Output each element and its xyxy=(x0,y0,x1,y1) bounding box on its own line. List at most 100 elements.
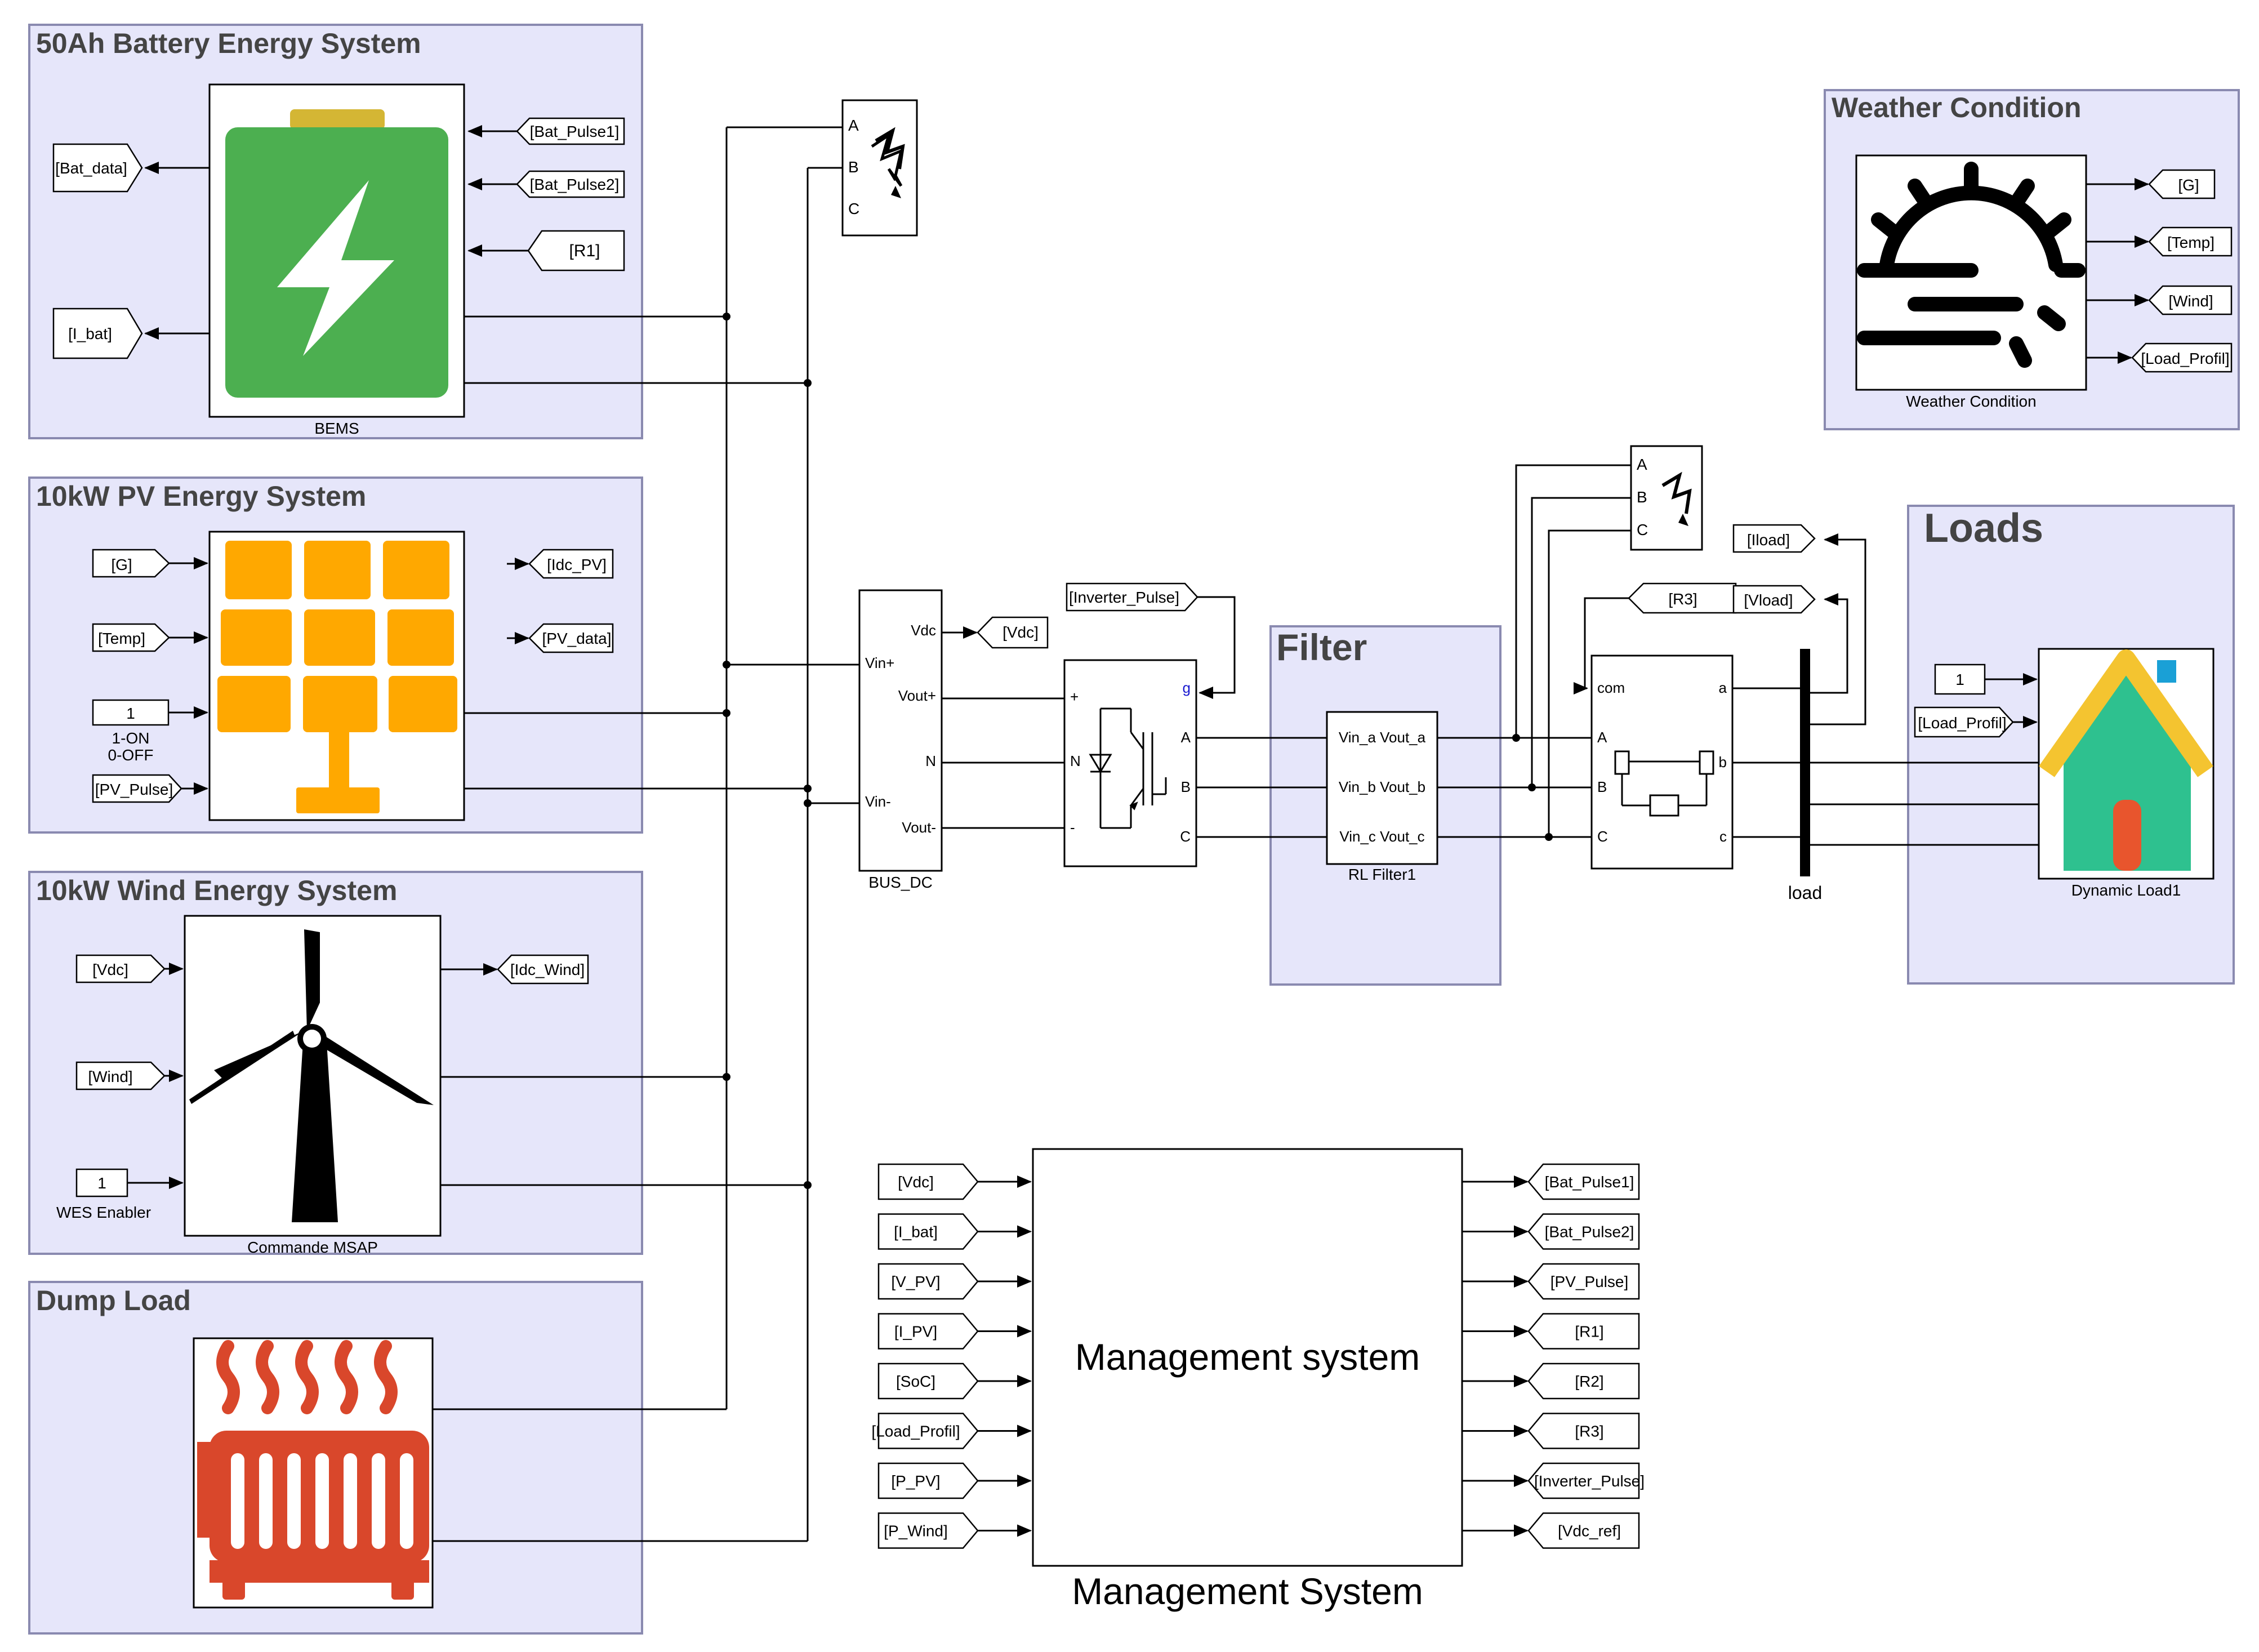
svg-text:Vout-: Vout- xyxy=(902,819,936,836)
svg-text:[Idc_Wind]: [Idc_Wind] xyxy=(510,961,585,978)
management-output-tag[interactable]: [R1] xyxy=(1527,1313,1640,1350)
load-profil-goto[interactable]: [Load_Profil] xyxy=(2131,342,2233,373)
dynamic-load-block[interactable]: Dynamic Load1 xyxy=(2038,648,2215,899)
management-output-tag[interactable]: [Vdc_ref] xyxy=(1527,1512,1640,1549)
management-output-tag[interactable]: [Bat_Pulse1] xyxy=(1527,1163,1640,1200)
management-input-label: [Load_Profil] xyxy=(871,1423,960,1440)
battery-subsystem-title: 50Ah Battery Energy System xyxy=(36,28,421,59)
svg-text:B: B xyxy=(1181,778,1191,795)
load-bus-bar[interactable]: load xyxy=(1788,649,1823,903)
management-input-tag[interactable]: [I_bat] xyxy=(877,1213,979,1250)
svg-text:[Bat_Pulse1]: [Bat_Pulse1] xyxy=(530,123,620,140)
g-from-pv[interactable]: [G] xyxy=(92,549,170,578)
management-input-tag[interactable]: [P_Wind] xyxy=(877,1512,979,1549)
management-output-tag[interactable]: [R3] xyxy=(1527,1413,1640,1449)
lightning-icon xyxy=(277,180,394,356)
management-output-tag[interactable]: [Inverter_Pulse] xyxy=(1527,1462,1645,1499)
temp-goto[interactable]: [Temp] xyxy=(2148,226,2233,257)
management-input-tag[interactable]: [Vdc] xyxy=(877,1163,979,1200)
load-measurement-block[interactable]: com A B C a b c xyxy=(1590,654,1734,870)
management-input-label: [Vdc] xyxy=(898,1173,934,1191)
dynamic-load-label: Dynamic Load1 xyxy=(2071,881,2181,899)
pv-pulse-from[interactable]: [PV_Pulse] xyxy=(92,774,182,803)
svg-text:[Bat_Pulse2]: [Bat_Pulse2] xyxy=(530,176,620,193)
idc-pv-goto[interactable]: [Idc_PV] xyxy=(528,549,614,579)
svg-text:Vdc: Vdc xyxy=(911,622,936,639)
weather-block-label: Weather Condition xyxy=(1906,393,2036,410)
r3-from[interactable]: [R3] xyxy=(1628,582,1737,614)
idc-wind-goto[interactable]: [Idc_Wind] xyxy=(497,954,589,985)
svg-text:[I_bat]: [I_bat] xyxy=(68,325,112,342)
svg-text:[Iload]: [Iload] xyxy=(1747,531,1790,549)
svg-text:[Wind]: [Wind] xyxy=(88,1068,132,1085)
management-output-tag[interactable]: [Bat_Pulse2] xyxy=(1527,1213,1640,1250)
wind-goto[interactable]: [Wind] xyxy=(2148,285,2233,315)
load-profil-from-loads[interactable]: [Load_Profil] xyxy=(1914,706,2014,738)
dump-load-block[interactable] xyxy=(193,1337,434,1609)
wes-enable-constant[interactable]: 1 WES Enabler xyxy=(56,1168,151,1221)
filter-subsystem-title: Filter xyxy=(1276,626,1367,668)
svg-text:B: B xyxy=(1597,778,1607,795)
bat-data-goto[interactable]: [Bat_data] xyxy=(52,143,143,193)
rl-filter-label: RL Filter1 xyxy=(1348,866,1416,883)
fault-block-1[interactable]: A B C xyxy=(841,99,918,237)
bus-dc-block[interactable]: Vdc Vin+ Vout+ N Vin- Vout- BUS_DC xyxy=(858,589,943,891)
management-input-label: [I_bat] xyxy=(894,1223,938,1241)
vload-goto[interactable]: [Vload] xyxy=(1732,585,1816,614)
svg-text:[R1]: [R1] xyxy=(569,242,600,260)
vdc-from-wind[interactable]: [Vdc] xyxy=(75,954,166,983)
rlc-load-icon xyxy=(1614,750,1714,817)
management-input-tag[interactable]: [V_PV] xyxy=(877,1263,979,1300)
g-goto[interactable]: [G] xyxy=(2148,169,2216,199)
svg-text:WES Enabler: WES Enabler xyxy=(56,1204,151,1221)
r1-from[interactable]: [R1] xyxy=(527,230,625,271)
svg-text:Vin_c Vout_c: Vin_c Vout_c xyxy=(1339,828,1424,845)
management-output-tag[interactable]: [R2] xyxy=(1527,1362,1640,1400)
svg-text:[Vload]: [Vload] xyxy=(1744,591,1793,609)
bems-label: BEMS xyxy=(314,420,359,437)
svg-text:g: g xyxy=(1183,679,1191,696)
svg-text:[Vdc]: [Vdc] xyxy=(1002,624,1039,641)
inverter-pulse-from[interactable]: [Inverter_Pulse] xyxy=(1066,582,1198,612)
bems-block[interactable]: BEMS xyxy=(208,83,465,437)
svg-text:[PV_Pulse]: [PV_Pulse] xyxy=(95,781,173,798)
management-inner-label: Management system xyxy=(1075,1336,1420,1378)
svg-text:[Idc_PV]: [Idc_PV] xyxy=(547,556,607,573)
bat-pulse2-from[interactable]: [Bat_Pulse2] xyxy=(516,170,625,198)
svg-text:N: N xyxy=(925,752,936,769)
i-bat-goto[interactable]: [I_bat] xyxy=(52,308,143,359)
management-outputs: [Bat_Pulse1] [Bat_Pulse2] [PV_Pulse] [R1] [R… xyxy=(1462,1163,1645,1549)
management-system-block[interactable]: Management system Management System xyxy=(1032,1148,1463,1612)
fault-block-2[interactable]: A B C xyxy=(1630,445,1703,551)
management-input-tag[interactable]: [Load_Profil] xyxy=(871,1413,979,1449)
wind-block[interactable]: Commande MSAP xyxy=(184,915,442,1256)
pv-enable-constant[interactable]: 1 1-ON 0-OFF xyxy=(92,699,170,764)
iload-goto[interactable]: [Iload] xyxy=(1732,524,1816,553)
svg-text:1-ON: 1-ON xyxy=(112,729,150,747)
dump-load-title: Dump Load xyxy=(36,1285,191,1316)
management-output-label: [Bat_Pulse2] xyxy=(1545,1223,1634,1241)
svg-text:C: C xyxy=(848,200,859,217)
management-input-label: [V_PV] xyxy=(891,1273,940,1290)
svg-text:[Bat_data]: [Bat_data] xyxy=(55,159,127,177)
management-input-tag[interactable]: [SoC] xyxy=(877,1362,979,1400)
bat-pulse1-from[interactable]: [Bat_Pulse1] xyxy=(516,117,625,145)
management-input-tag[interactable]: [I_PV] xyxy=(877,1313,979,1350)
loads-constant[interactable]: 1 xyxy=(1934,664,1986,695)
management-output-label: [Vdc_ref] xyxy=(1558,1522,1621,1540)
pv-block[interactable] xyxy=(208,531,465,821)
svg-text:C: C xyxy=(1637,521,1648,538)
inverter-block[interactable]: + N - g A B C xyxy=(1063,659,1197,867)
temp-from-pv[interactable]: [Temp] xyxy=(92,623,170,652)
rl-filter-block[interactable]: Vin_a Vout_a Vin_b Vout_b Vin_c Vout_c R… xyxy=(1326,711,1438,883)
management-input-label: [I_PV] xyxy=(894,1323,937,1341)
pv-data-goto[interactable]: [PV_data] xyxy=(528,623,614,653)
vdc-bus-goto[interactable]: [Vdc] xyxy=(977,616,1049,649)
wind-from[interactable]: [Wind] xyxy=(75,1061,166,1090)
management-input-tag[interactable]: [P_PV] xyxy=(877,1462,979,1499)
weather-block[interactable]: Weather Condition xyxy=(1855,154,2087,410)
svg-text:[Temp]: [Temp] xyxy=(98,630,145,647)
wind-subsystem-title: 10kW Wind Energy System xyxy=(36,875,397,906)
svg-text:[Wind]: [Wind] xyxy=(2168,292,2213,310)
management-output-tag[interactable]: [PV_Pulse] xyxy=(1527,1263,1640,1300)
